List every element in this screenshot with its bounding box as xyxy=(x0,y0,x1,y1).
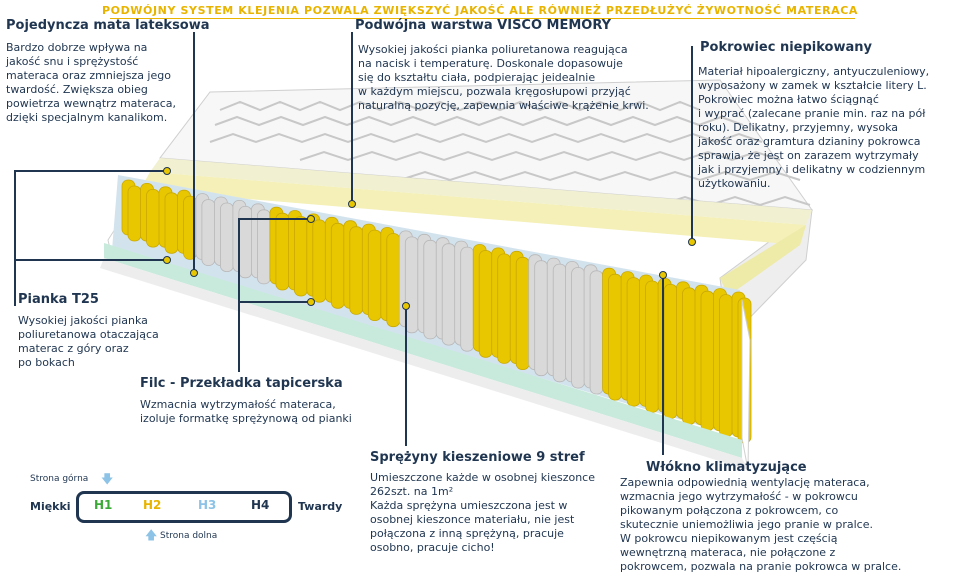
arrow-down-icon: 🡇 xyxy=(101,472,114,486)
quilt-pattern xyxy=(209,100,811,207)
legend-hard-label: Twardy xyxy=(298,500,343,513)
springs-description: Umieszczone każde w osobnej kieszonce 26… xyxy=(370,471,595,554)
felt-description: Wzmacnia wytrzymałość materaca, izoluje … xyxy=(140,398,352,425)
fiber-description: Zapewnia odpowiednią wentylację materaca… xyxy=(620,476,902,573)
connector-foam-v xyxy=(14,170,16,306)
spring-pocket xyxy=(626,277,641,407)
spring-pocket xyxy=(663,283,678,419)
marker-felt-bottom xyxy=(307,298,315,306)
marker-foam-bottom xyxy=(163,256,171,264)
banner-divider xyxy=(110,18,855,19)
spring-pocket xyxy=(293,216,308,297)
cover-description: Materiał hipoalergiczny, antyuczuleniowy… xyxy=(698,65,930,190)
spring-pocket xyxy=(682,287,696,425)
latex-description: Bardzo dobrze wpływa na jakość snu i spr… xyxy=(6,41,177,124)
spring-pocket xyxy=(330,222,345,309)
marker-fiber xyxy=(659,271,667,279)
marker-felt-top xyxy=(307,215,315,223)
spring-pocket xyxy=(275,212,290,291)
level-h1: H1 xyxy=(94,498,113,512)
connector-felt-h2 xyxy=(238,301,310,303)
felt-title: Filc - Przekładka tapicerska xyxy=(140,376,343,391)
top-banner: PODWÓJNY SYSTEM KLEJENIA POZWALA ZWIĘKSZ… xyxy=(101,4,859,17)
latex-title: Pojedyncza mata lateksowa xyxy=(6,18,210,33)
visco-layer-right xyxy=(720,225,806,296)
spring-pocket xyxy=(460,246,475,352)
spring-pocket xyxy=(719,294,733,438)
connector-foam-h2 xyxy=(14,259,166,261)
spring-pocket xyxy=(571,267,585,389)
spring-pocket xyxy=(478,250,493,358)
arrow-up-icon: 🡅 xyxy=(145,528,158,542)
spring-pocket xyxy=(201,199,216,266)
connector-foam-h xyxy=(14,170,166,172)
marker-latex xyxy=(190,269,198,277)
fiber-title: Włókno klimatyzujące xyxy=(646,460,807,475)
connector-felt-h xyxy=(238,218,310,220)
visco-layer xyxy=(140,172,806,245)
marker-cover xyxy=(688,238,696,246)
spring-pocket xyxy=(608,273,622,401)
connector-felt-v xyxy=(238,218,240,372)
spring-pocket xyxy=(256,209,271,285)
legend-top-label: Strona górna xyxy=(30,474,89,484)
spring-pocket xyxy=(219,202,234,272)
foam-description: Wysokiej jakości pianka poliuretanowa ot… xyxy=(18,314,159,369)
bottom-cover xyxy=(100,258,748,470)
marker-visco xyxy=(348,200,356,208)
spring-columns xyxy=(121,179,752,444)
marker-foam-top xyxy=(163,167,171,175)
spring-pocket xyxy=(589,270,604,395)
connector-cover-v xyxy=(691,46,693,242)
cover-title: Pokrowiec niepikowany xyxy=(700,40,872,55)
spring-pocket xyxy=(127,185,142,242)
spring-pocket xyxy=(645,280,659,413)
spring-pocket xyxy=(367,229,382,322)
level-h4: H4 xyxy=(251,498,270,512)
legend-soft-label: Miękki xyxy=(30,500,71,513)
visco-description: Wysokiej jakości pianka poliuretanowa re… xyxy=(358,43,649,112)
firmness-scale xyxy=(76,491,292,523)
spring-pocket xyxy=(423,239,438,340)
spring-pocket xyxy=(349,226,364,315)
connector-fiber xyxy=(662,275,664,455)
spring-pocket xyxy=(700,290,715,432)
spring-pocket xyxy=(552,263,567,383)
spring-pocket xyxy=(386,233,401,328)
visco-title: Podwójna warstwa VISCO MEMORY xyxy=(355,18,612,33)
spring-pocket xyxy=(497,253,512,364)
level-h3: H3 xyxy=(198,498,217,512)
spring-pocket xyxy=(515,256,530,370)
level-h2: H2 xyxy=(143,498,162,512)
connector-springs xyxy=(405,306,407,446)
spring-pocket xyxy=(404,236,419,334)
spring-pocket xyxy=(534,260,549,377)
spring-pocket xyxy=(146,188,160,248)
spring-pocket xyxy=(312,219,327,303)
marker-springs xyxy=(402,302,410,310)
fiber-layer xyxy=(104,243,742,458)
latex-layer xyxy=(150,158,812,225)
spring-pocket xyxy=(164,192,179,254)
right-end-foam xyxy=(741,299,751,471)
legend-bottom-label: Strona dolna xyxy=(160,531,218,541)
connector-latex xyxy=(193,32,195,272)
spring-pocket xyxy=(441,243,456,346)
springs-title: Sprężyny kieszeniowe 9 stref xyxy=(370,450,585,465)
connector-visco xyxy=(351,32,353,202)
foam-title: Pianka T25 xyxy=(18,292,99,307)
